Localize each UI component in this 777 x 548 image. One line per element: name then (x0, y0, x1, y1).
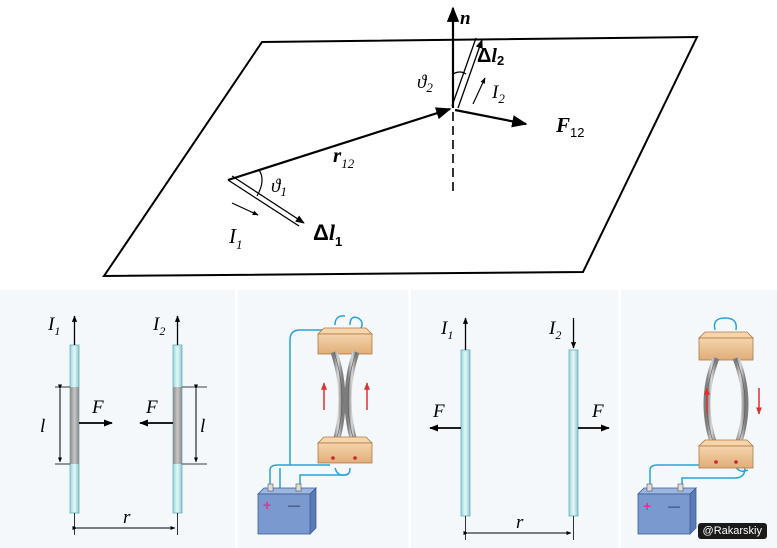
panel-antiparallel-currents: I1 I2 F F r (411, 290, 618, 548)
theta1-arc (256, 169, 263, 197)
battery-panel4: + — (637, 483, 697, 535)
battery-plus-panel4: + (643, 498, 651, 514)
label-l-left: l (40, 416, 45, 437)
label-i1-panel1: I1 (47, 314, 60, 338)
delta-l2-vector (451, 37, 477, 107)
vector-diagram: n Δl2 ϑ2 I2 F12 r12 ϑ1 I1 Δl1 (102, 6, 699, 278)
plane (102, 35, 699, 278)
label-r12: r12 (333, 143, 355, 171)
label-i2-panel1: I2 (152, 314, 165, 338)
battery-panel2: + — (257, 483, 317, 535)
theta2-arc (452, 71, 467, 75)
battery-plus-panel2: + (263, 497, 271, 513)
label-delta-l2: Δl2 (477, 45, 504, 68)
bottom-block-panel2 (317, 436, 373, 444)
label-l-right: l (200, 416, 205, 437)
label-i1-top: I1 (228, 224, 243, 252)
label-r-panel3: r (516, 512, 524, 533)
current-i2-arrow (472, 77, 486, 105)
label-f-right-panel3: F (591, 401, 604, 422)
label-theta2: ϑ2 (417, 72, 433, 95)
conductor-2-segment (173, 387, 182, 464)
label-i1-panel3: I1 (440, 318, 453, 342)
r12-vector (227, 107, 452, 182)
conductor-1-segment (70, 387, 79, 464)
panel-apparatus-attract: + — (238, 290, 408, 548)
conductor-3 (460, 349, 471, 517)
label-f-left-panel3: F (432, 401, 445, 422)
conductor-4 (568, 349, 579, 517)
f12-vector (454, 108, 528, 128)
label-i2-panel3: I2 (548, 318, 561, 342)
label-i2-top: I2 (491, 82, 505, 106)
bottom-block-panel4 (698, 439, 754, 447)
label-delta-l1: Δl1 (313, 220, 342, 249)
delta-l1-vector (227, 179, 300, 227)
label-f-left-panel1: F (91, 397, 104, 418)
current-i1-arrow (231, 202, 259, 216)
top-block-panel4 (698, 331, 754, 339)
panel-parallel-currents: I1 I2 l l F F r (0, 290, 235, 548)
label-r-panel1: r (123, 507, 131, 528)
label-f12: F12 (555, 113, 584, 140)
battery-minus-panel2: — (288, 498, 300, 512)
watermark: @Rakarskiy (697, 523, 767, 539)
label-f-right-panel1: F (145, 397, 158, 418)
label-n: n (460, 8, 471, 29)
battery-minus-panel4: — (668, 499, 680, 513)
label-theta1: ϑ1 (271, 176, 287, 199)
top-block-panel2 (317, 327, 373, 335)
panel-apparatus-repel: + — (621, 290, 777, 548)
